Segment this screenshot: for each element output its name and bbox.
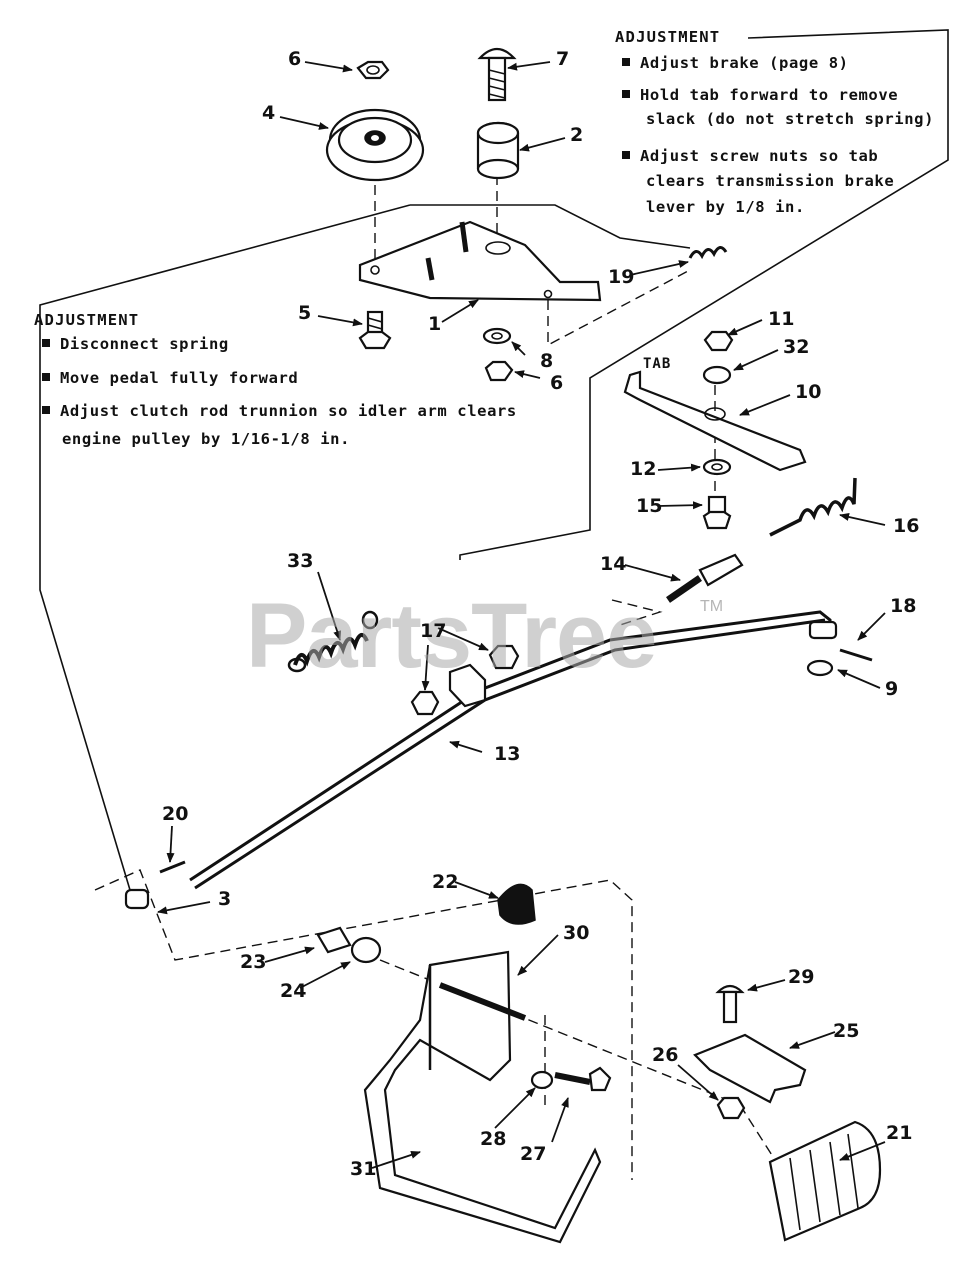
callout-23: 23	[240, 951, 267, 973]
callout-17: 17	[420, 620, 447, 642]
bolt-part	[477, 47, 517, 102]
callout-2: 2	[570, 124, 584, 146]
callout-31: 31	[350, 1158, 377, 1180]
callout-10: 10	[795, 381, 822, 403]
spacer-part	[476, 121, 520, 180]
callout-15: 15	[636, 495, 663, 517]
callout-5: 5	[298, 302, 312, 324]
callout-14: 14	[600, 553, 627, 575]
callout-6-bottom: 6	[550, 372, 564, 394]
callout-4: 4	[262, 102, 276, 124]
clutch-step-2: Move pedal fully forward	[42, 370, 298, 387]
callout-32: 32	[783, 336, 810, 358]
brake-step-3-cont: clears transmission brake	[646, 172, 895, 190]
callout-6-top: 6	[288, 48, 302, 70]
clutch-adjustment-frame	[39, 204, 691, 891]
clutch-step-3-cont: engine pulley by 1/16-1/8 in.	[62, 430, 351, 448]
pulley-part	[325, 108, 425, 182]
watermark-tm: TM	[700, 598, 724, 615]
idler-arm-part	[358, 220, 602, 302]
clutch-adjustment-heading: ADJUSTMENT	[34, 311, 140, 329]
bolt-lower-part	[358, 310, 392, 350]
callout-20: 20	[162, 803, 189, 825]
callout-24: 24	[280, 980, 307, 1002]
brake-step-3: Adjust screw nuts so tab	[622, 148, 878, 165]
callout-16: 16	[893, 515, 920, 537]
callout-25: 25	[833, 1020, 860, 1042]
callout-11: 11	[768, 308, 795, 330]
callout-29: 29	[788, 966, 815, 988]
clutch-step-1: Disconnect spring	[42, 336, 229, 353]
watermark-text: PartsTree	[246, 585, 657, 687]
brake-adjustment-frame	[459, 29, 949, 560]
clutch-step-3: Adjust clutch rod trunnion so idler arm …	[42, 403, 517, 420]
callout-8: 8	[540, 350, 554, 372]
tab-label: TAB	[643, 356, 672, 372]
callout-7: 7	[556, 48, 570, 70]
nut-top-part	[356, 60, 390, 80]
brake-step-3-cont2: lever by 1/8 in.	[646, 198, 805, 216]
callout-21: 21	[886, 1122, 913, 1144]
callout-3: 3	[218, 888, 232, 910]
brake-step-2: Hold tab forward to remove	[622, 87, 898, 104]
callout-30: 30	[563, 922, 590, 944]
brake-adjustment-heading: ADJUSTMENT	[615, 28, 721, 46]
brake-step-1: Adjust brake (page 8)	[622, 55, 849, 72]
callout-1: 1	[428, 313, 442, 335]
callout-28: 28	[480, 1128, 507, 1150]
callout-33: 33	[287, 550, 314, 572]
brake-step-2-cont: slack (do not stretch spring)	[646, 110, 935, 128]
callout-18: 18	[890, 595, 917, 617]
callout-26: 26	[652, 1044, 679, 1066]
callout-12: 12	[630, 458, 657, 480]
callout-13: 13	[494, 743, 521, 765]
callout-22: 22	[432, 871, 459, 893]
callout-9: 9	[885, 678, 899, 700]
callout-27: 27	[520, 1143, 547, 1165]
callout-19: 19	[608, 266, 635, 288]
